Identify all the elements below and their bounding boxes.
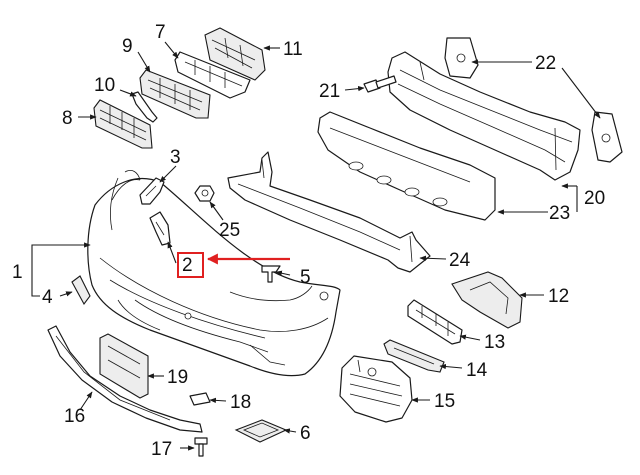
leader-2 xyxy=(167,241,177,264)
leader-16 xyxy=(79,391,93,411)
highlight-box xyxy=(177,252,204,278)
leader-4 xyxy=(59,291,73,297)
support-24-part xyxy=(227,151,431,273)
callout-6: 6 xyxy=(300,423,311,444)
leader-10 xyxy=(119,89,137,97)
callout-22: 22 xyxy=(535,53,556,74)
bracket-22-lower-part xyxy=(591,111,623,163)
clip-part xyxy=(261,265,281,283)
clip-18-part xyxy=(189,392,211,406)
bumper-cover-part xyxy=(87,170,341,377)
grille-8-part xyxy=(93,99,153,149)
grille-13-part xyxy=(407,299,463,345)
callout-4: 4 xyxy=(42,287,53,308)
leader-24 xyxy=(419,255,447,261)
bracket-22-upper-part xyxy=(444,37,479,79)
lip-spoiler-16-part xyxy=(47,325,203,433)
leader-9 xyxy=(137,51,151,73)
fog-grille-15-part xyxy=(339,355,413,423)
bolt-part xyxy=(363,75,397,93)
absorber-23-part xyxy=(317,111,496,221)
callout-25: 25 xyxy=(219,220,240,241)
clip-nut-part xyxy=(194,185,215,202)
callout-11: 11 xyxy=(283,39,303,60)
callout-18: 18 xyxy=(230,392,251,413)
callout-2: 2 xyxy=(182,255,193,276)
callout-24: 24 xyxy=(449,250,471,271)
leader-5 xyxy=(275,270,291,276)
callout-7: 7 xyxy=(155,22,166,43)
leader-22b xyxy=(561,67,601,119)
callout-13: 13 xyxy=(484,332,505,353)
leader-14 xyxy=(439,363,463,370)
bracket-7-part xyxy=(174,51,251,99)
leader-1-bracket xyxy=(31,244,40,297)
reinforcement-beam-part xyxy=(387,51,581,181)
bracket-2-part xyxy=(149,211,171,246)
bracket-3-part xyxy=(139,177,165,205)
license-bracket-19-part xyxy=(99,333,149,399)
cover-12-part xyxy=(451,271,523,329)
callout-labels: 1 2 3 4 5 6 7 8 9 10 11 12 13 14 15 16 1… xyxy=(12,22,605,460)
trim-10-part xyxy=(131,91,158,123)
callout-14: 14 xyxy=(466,360,488,381)
emblem-6-part xyxy=(234,419,288,443)
callout-23: 23 xyxy=(549,203,570,224)
callout-3: 3 xyxy=(170,147,181,168)
bracket-11-part xyxy=(204,27,266,81)
callout-21: 21 xyxy=(319,81,340,102)
leader-18 xyxy=(209,397,227,404)
callout-5: 5 xyxy=(300,267,311,288)
callout-20: 20 xyxy=(584,188,605,209)
highlight-callout-2 xyxy=(177,252,290,278)
bolt-17-part xyxy=(194,437,208,457)
leader-lines xyxy=(31,41,601,451)
reflector-part xyxy=(71,275,91,306)
callout-1: 1 xyxy=(12,262,23,283)
callout-10: 10 xyxy=(94,75,115,96)
callout-19: 19 xyxy=(167,367,188,388)
leader-3 xyxy=(159,165,177,183)
leader-6 xyxy=(283,428,297,434)
callout-15: 15 xyxy=(434,391,455,412)
leader-13 xyxy=(459,334,481,341)
leader-7 xyxy=(164,41,179,59)
callout-17: 17 xyxy=(151,439,172,460)
callout-8: 8 xyxy=(62,108,73,129)
callout-12: 12 xyxy=(548,286,569,307)
trim-14-part xyxy=(383,339,445,373)
leader-21 xyxy=(344,85,365,92)
callout-9: 9 xyxy=(122,36,133,57)
callout-16: 16 xyxy=(64,406,85,427)
leader-25 xyxy=(209,201,224,221)
